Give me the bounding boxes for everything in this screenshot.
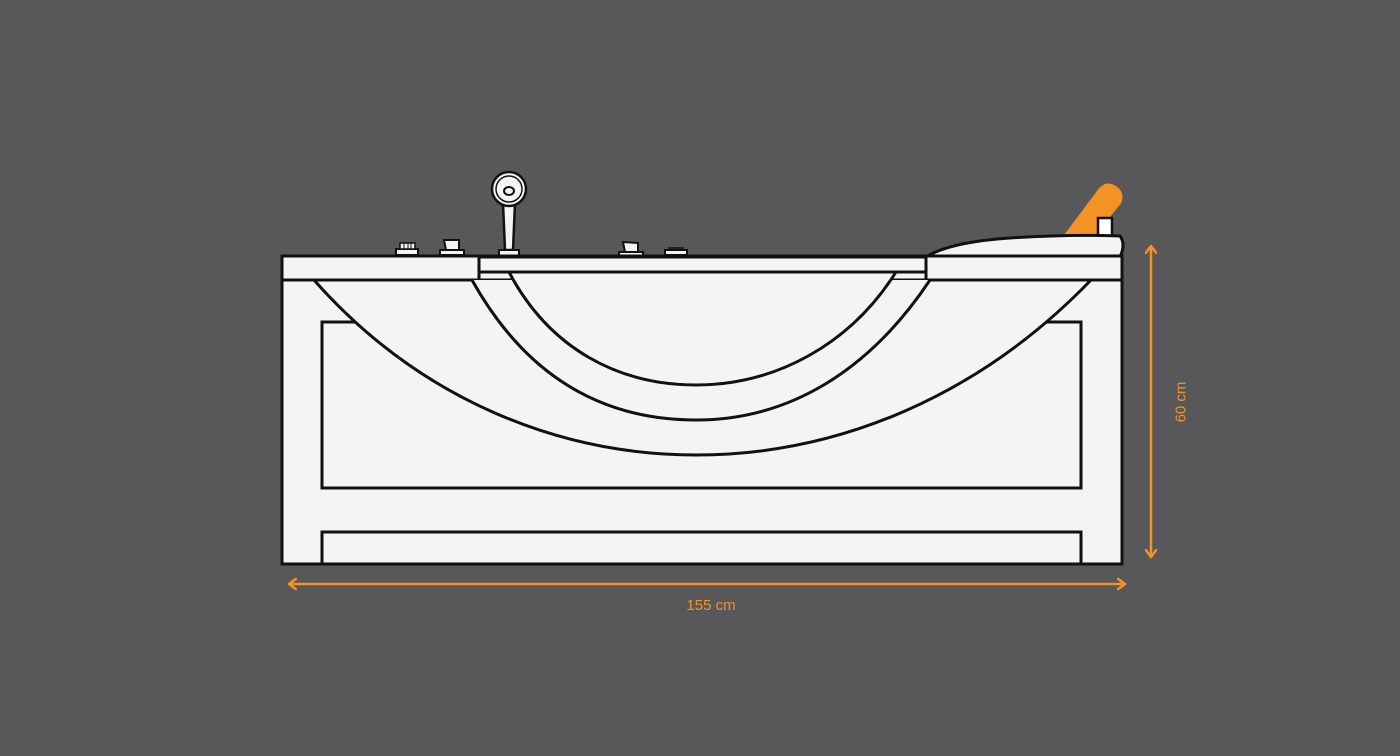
- tub-rim-lip: [920, 233, 1125, 259]
- control-knob-icon: [395, 242, 419, 256]
- shower-head-icon: [490, 170, 528, 257]
- plinth-panel: [320, 530, 1083, 566]
- height-dimension-label: 60 cm: [1172, 381, 1190, 423]
- control-knob-icon: [439, 239, 465, 256]
- tub-basin-opening: [477, 255, 928, 274]
- control-knob-icon: [664, 247, 688, 256]
- width-dimension-label: 155 cm: [686, 597, 736, 614]
- basin-inner-curve: [507, 271, 898, 387]
